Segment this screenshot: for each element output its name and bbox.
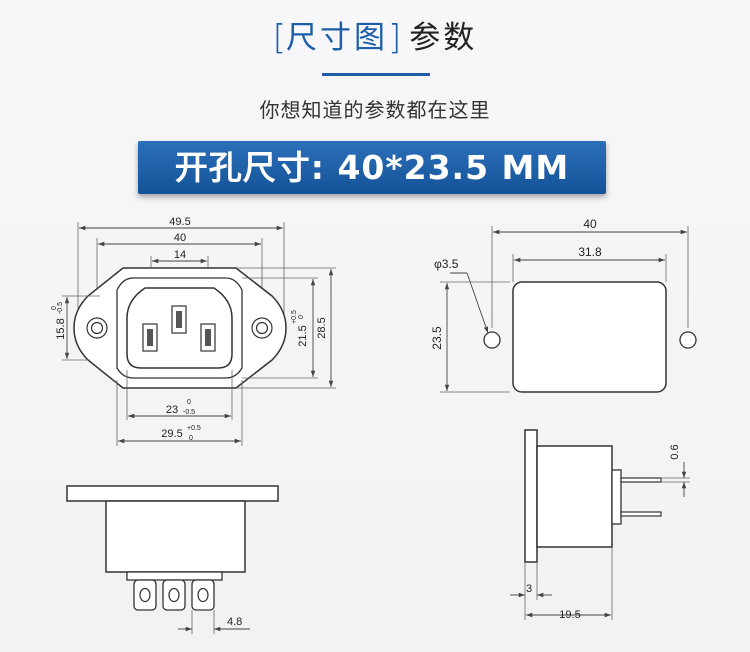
- dim-cutout-height: 23.5: [430, 326, 444, 350]
- dim-outer-height: 28.5: [316, 317, 328, 338]
- dim-inner-width: 23: [166, 404, 178, 416]
- cutout-banner: 开孔尺寸: 40*23.5 MM: [138, 141, 606, 194]
- dim-terminal-width: 4.8: [227, 616, 242, 628]
- dim-left-height: 15.8: [55, 318, 67, 339]
- dim-inner-width-tol-top: 0: [187, 399, 191, 406]
- dim-left-tol-bottom: -0.5: [57, 302, 64, 314]
- dim-left-tol-top: 0: [51, 306, 58, 310]
- dim-pin-spacing: 14: [174, 249, 186, 261]
- dim-inner-height: 21.5: [297, 325, 309, 346]
- dim-body-width-tol-top: +0.5: [187, 425, 201, 432]
- bottom-flange: [66, 485, 279, 502]
- banner-text: 开孔尺寸: 40*23.5 MM: [174, 148, 570, 187]
- dim-flange-thickness: 3: [526, 583, 532, 595]
- dim-hole-diameter: φ3.5: [434, 257, 459, 271]
- front-view-drawing: 49.5 40 14 15.8 0 -0.5 21.5 +0.5 0 28.5: [51, 216, 336, 446]
- cutout-view-drawing: 40 31.8 φ3.5 23.5: [430, 217, 697, 393]
- dim-hole-spacing: 40: [174, 232, 186, 244]
- dim-inner-height-tol-bottom: 0: [298, 315, 305, 319]
- subtitle: 你想知道的参数都在这里: [259, 98, 491, 122]
- section-header: [尺寸图]参数 你想知道的参数都在这里: [0, 14, 750, 124]
- title-boxed-text: 尺寸图: [286, 20, 388, 56]
- bottom-view-drawing: 4.8: [66, 485, 279, 634]
- dim-body-width-tol-bottom: 0: [189, 435, 193, 442]
- dim-overall-width: 49.5: [169, 216, 190, 228]
- dim-cutout-width: 31.8: [578, 245, 602, 259]
- title-text: 参数: [409, 20, 478, 56]
- panel-cutout: [512, 281, 667, 393]
- side-view-drawing: 0.6 3 19.5: [510, 429, 690, 621]
- dim-terminal-thickness: 0.6: [669, 444, 681, 459]
- title-underline: [322, 73, 430, 76]
- left-bracket: [: [272, 18, 286, 58]
- dim-body-width: 29.5: [161, 428, 182, 440]
- dim-inner-height-tol-top: +0.5: [291, 310, 298, 324]
- side-flange: [524, 429, 538, 563]
- dim-depth: 19.5: [559, 609, 580, 621]
- dim-cutout-overall: 40: [583, 217, 597, 231]
- dim-inner-width-tol-bottom: -0.5: [183, 409, 195, 416]
- right-bracket: ]: [388, 18, 402, 58]
- section-title: [尺寸图]参数: [0, 14, 750, 64]
